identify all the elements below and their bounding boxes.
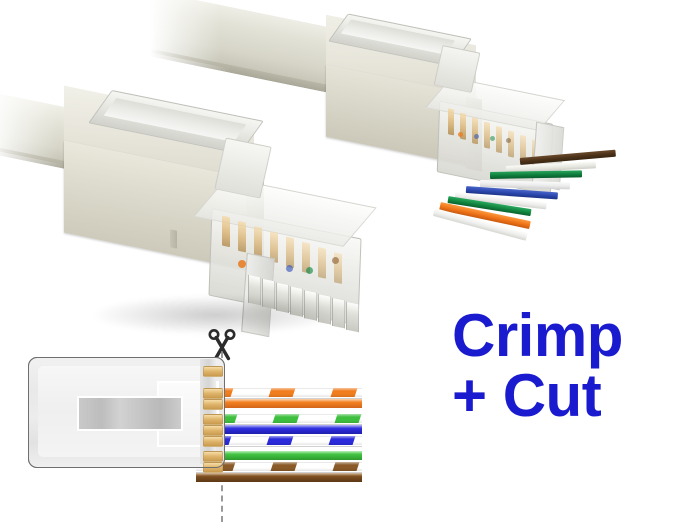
gold-contact [286, 236, 294, 269]
strand-green [489, 170, 583, 179]
wire-white-brown [196, 462, 362, 473]
rj45-pin-row [203, 362, 225, 473]
gold-contact [238, 220, 246, 253]
plug-rib [346, 301, 359, 333]
wire-green [196, 451, 362, 460]
wiring-diagram [0, 328, 700, 530]
rj45-pin-8 [203, 366, 223, 377]
rj45-pin-1 [203, 388, 223, 399]
wire-blue [196, 425, 362, 434]
rj45-pin-5 [203, 436, 223, 447]
wire-white-green [196, 414, 362, 425]
rj45-pin-2 [203, 399, 223, 410]
gold-contact [318, 247, 326, 279]
diagram-wire-bundle [0, 330, 700, 530]
front-plug [60, 85, 400, 338]
rj45-pin-6 [203, 451, 223, 462]
caption-line-1: Crimp [452, 302, 623, 369]
front-plug-crimp-notch [170, 229, 177, 249]
wire-orange [196, 399, 362, 408]
wire-brown [196, 473, 362, 482]
rj45-pin-3 [203, 414, 223, 425]
rj45-pin-7 [203, 462, 223, 473]
wire-core-dot [490, 136, 495, 141]
front-plug-shadow [90, 295, 340, 335]
wire-core-dot [458, 132, 463, 137]
wire-core-dot [506, 138, 511, 143]
wire-core-dot [474, 134, 479, 139]
product-photo [0, 0, 630, 338]
wire-core-dot [306, 267, 313, 274]
gold-contact [254, 226, 262, 258]
caption-line-2: + Cut [452, 362, 602, 429]
gold-contact [222, 215, 230, 248]
rear-plug [320, 13, 630, 230]
wire-white-orange [196, 388, 362, 399]
wire-white-blue [196, 436, 362, 447]
wire-core-dot [286, 265, 293, 272]
wire-core-dot [332, 257, 339, 264]
scissors-icon [204, 328, 240, 362]
rj45-latch-bar [77, 396, 183, 431]
wire-core-dot [238, 260, 246, 268]
rj45-pin-4 [203, 425, 223, 436]
